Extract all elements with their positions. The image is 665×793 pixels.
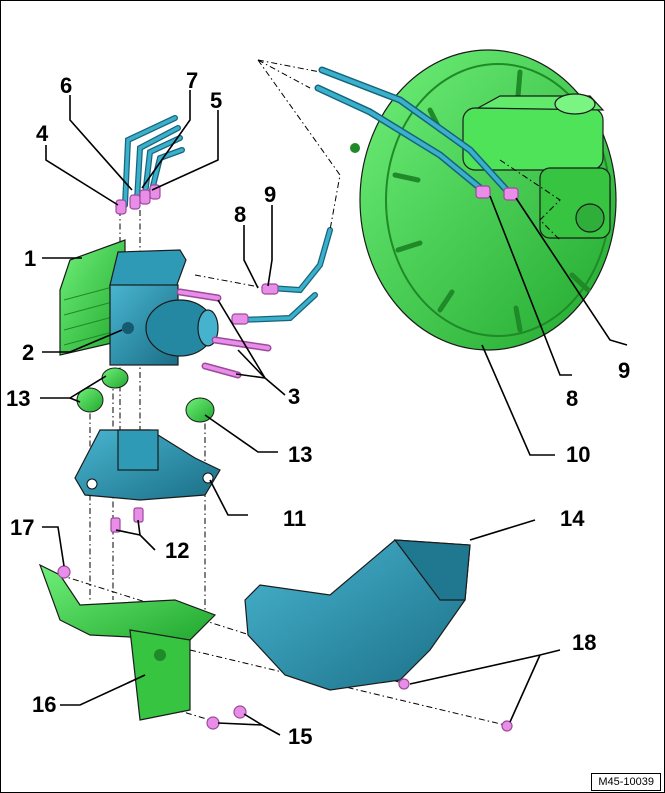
callout-labels: 1 2 3 4 5 6 7 8 9 8 9 10 11 12 13 13 14 … [6, 68, 630, 749]
master-cylinder [462, 93, 611, 241]
reference-code: M45-10039 [591, 773, 661, 791]
abs-hydraulic-unit [109, 249, 219, 366]
callout-8b: 8 [566, 386, 578, 411]
callout-2: 2 [22, 340, 34, 365]
callout-4: 4 [36, 121, 49, 146]
callout-8: 8 [234, 202, 246, 227]
callout-5: 5 [210, 88, 222, 113]
callout-7: 7 [186, 68, 198, 93]
callout-13b: 13 [288, 442, 312, 467]
callout-18: 18 [572, 630, 596, 655]
callout-11: 11 [283, 506, 306, 531]
callout-1: 1 [24, 246, 36, 271]
bracket-bolts [110, 507, 144, 533]
union-nuts [115, 184, 519, 325]
callout-15: 15 [288, 724, 312, 749]
callout-13: 13 [6, 386, 30, 411]
heat-shield [244, 539, 471, 691]
mounting-bolts [176, 288, 272, 379]
lower-bracket [38, 563, 217, 721]
abs-bracket [74, 429, 221, 501]
callout-16: 16 [32, 692, 56, 717]
callout-3: 3 [288, 384, 300, 409]
callout-12: 12 [165, 538, 189, 563]
leader-lines [40, 90, 628, 736]
callout-14: 14 [560, 506, 585, 531]
callout-6: 6 [60, 73, 72, 98]
callout-9b: 9 [618, 358, 630, 383]
rubber-grommets [76, 367, 215, 423]
callout-10: 10 [566, 442, 590, 467]
callout-9: 9 [264, 182, 276, 207]
callout-17: 17 [10, 515, 34, 540]
